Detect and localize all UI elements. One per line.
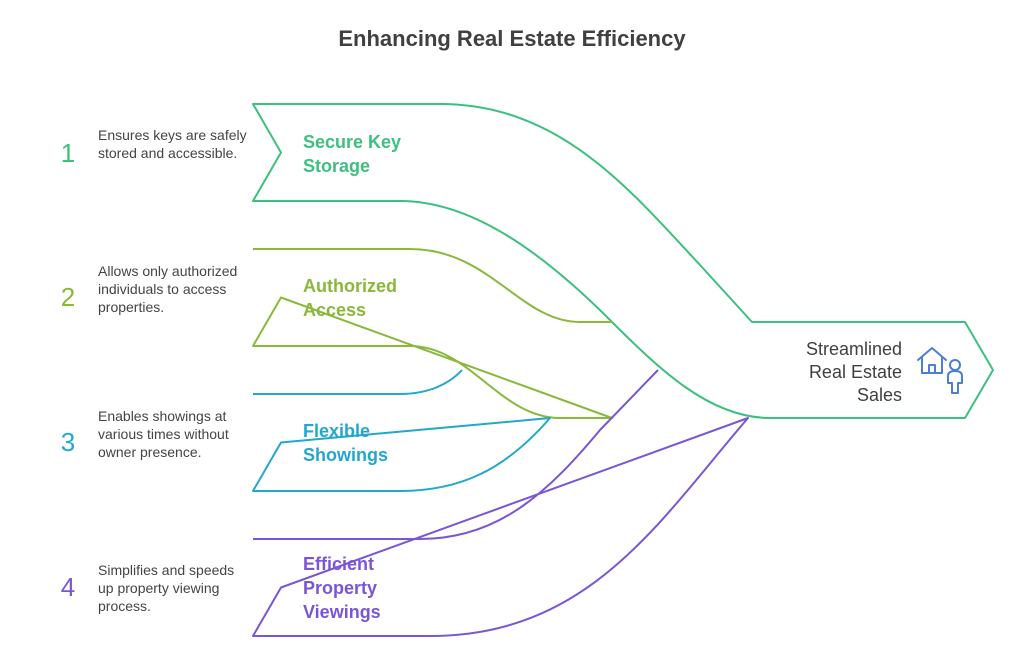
flow-arrow-1: [252, 103, 994, 419]
step-number-2: 2: [60, 282, 76, 312]
result-label: Streamlined Real Estate Sales: [805, 339, 902, 405]
flow-arrow-4: [252, 369, 749, 637]
step-description-4: Simplifies and speeds up property viewin…: [98, 562, 235, 614]
step-description-1: Ensures keys are safely stored and acces…: [98, 127, 247, 161]
step-number-3: 3: [60, 427, 76, 457]
step-number-1: 1: [60, 138, 76, 168]
step-label-1: Secure Key Storage: [303, 132, 402, 176]
step-label-3: Flexible Showings: [303, 421, 388, 465]
step-label-4: Efficient Property Viewings: [303, 554, 381, 622]
flow-arrow-2: [252, 248, 613, 419]
step-label-2: Authorized Access: [303, 276, 397, 320]
step-description-2: Allows only authorized individuals to ac…: [98, 263, 238, 315]
diagram-title: Enhancing Real Estate Efficiency: [338, 26, 686, 51]
step-description-3: Enables showings at various times withou…: [98, 408, 229, 460]
flow-arrow-3: [252, 369, 551, 492]
step-number-4: 4: [60, 572, 76, 602]
house-person-icon: [917, 347, 963, 394]
